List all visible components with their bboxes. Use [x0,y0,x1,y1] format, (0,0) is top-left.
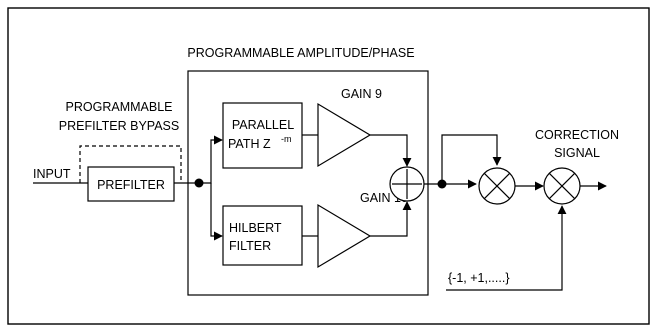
parallel-path-label-line1: PARALLEL [232,118,294,132]
hilbert-label-line1: HILBERT [229,221,282,235]
correction-label-line2: SIGNAL [554,146,600,160]
gain9-label: GAIN 9 [341,87,382,101]
sign-set-label: {-1, +1,.....} [448,271,510,285]
hilbert-filter-block [222,205,303,266]
lower-branch-wire [210,183,223,241]
gain9-amplifier [317,102,372,168]
parallel-path-exponent: -m [281,134,292,144]
upper-branch-wire [199,135,223,184]
correction-label-line1: CORRECTION [535,128,619,142]
multiplier2-x-b [548,172,576,200]
gain10-amplifier [317,203,372,269]
bypass-label-line1: PROGRAMMABLE [66,100,173,114]
prefilter-block [87,166,175,202]
gain10-to-summer-wire [370,201,412,237]
hilbert-label-line2: FILTER [229,239,271,253]
diagram-title: PROGRAMMABLE AMPLITUDE/PHASE [187,46,414,60]
gain9-to-summer-wire [370,134,412,167]
prefilter-label: PREFILTER [97,178,165,192]
feedback-wire [441,134,502,184]
bypass-label-line2: PREFILTER BYPASS [59,119,179,133]
parallel-path-label-line2: PATH Z [228,137,271,151]
multiplier1-x-b [483,172,511,200]
bypass-path [79,145,182,183]
sign-input-wire [446,205,567,291]
input-label: INPUT [33,167,71,181]
